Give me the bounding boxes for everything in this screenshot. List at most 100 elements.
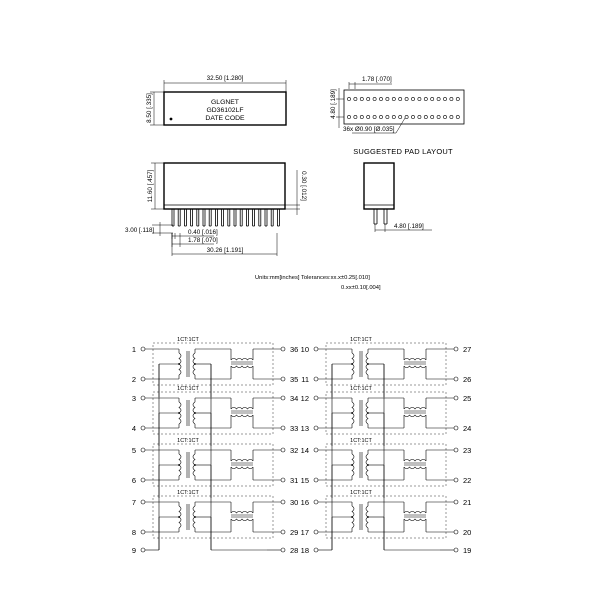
marking-line-1: GLGNET <box>211 99 239 106</box>
pad-hole <box>404 97 409 101</box>
pin-number: 33 <box>290 424 298 433</box>
pad-hole-array <box>347 97 460 119</box>
pin-number: 35 <box>290 375 298 384</box>
channel-box <box>325 443 447 487</box>
choke-winding <box>403 365 427 369</box>
lead-span-dimension: 30.26 [1.191] <box>207 247 244 254</box>
pin-number: 5 <box>132 446 136 455</box>
pin-terminal <box>313 395 319 401</box>
choke-winding <box>403 414 427 418</box>
pin-number: 1 <box>132 345 136 354</box>
component-body-top <box>163 91 287 126</box>
top-height-dimension: 8.50 [.335] <box>146 93 153 123</box>
choke-winding <box>230 458 254 462</box>
pin-number: 6 <box>132 476 136 485</box>
standoff-dimension: 0.30 [.012] <box>300 171 307 201</box>
pad-hole <box>430 115 435 119</box>
pin-number: 34 <box>290 394 298 403</box>
pad-hole <box>398 115 403 119</box>
pin-number: 18 <box>301 546 309 555</box>
end-view: 4.80 [.189] <box>363 162 432 232</box>
pin-terminal <box>453 547 459 553</box>
pin-number: 24 <box>463 424 471 433</box>
lead-width-dimension: 0.40 [.016] <box>188 229 218 236</box>
turns-ratio-label: 1CT:1CT <box>177 490 199 496</box>
pin-number: 12 <box>301 394 309 403</box>
pad-hole <box>423 115 428 119</box>
pad-hole <box>385 115 390 119</box>
pad-hole <box>366 115 371 119</box>
pad-hole <box>411 115 415 119</box>
pin-number: 29 <box>290 528 298 537</box>
pin-terminal <box>140 395 146 401</box>
component-body-side <box>163 162 286 210</box>
pad-hole <box>353 115 358 119</box>
pin-terminal <box>280 499 286 505</box>
choke-winding <box>403 406 427 410</box>
turns-ratio-label: 1CT:1CT <box>350 490 372 496</box>
pin-number: 13 <box>301 424 309 433</box>
pad-hole <box>353 97 358 101</box>
marking-line-2: GD36102LF <box>206 107 243 114</box>
pad-hole <box>455 97 460 101</box>
pin-terminal <box>140 477 146 483</box>
choke-winding <box>403 518 427 522</box>
pin-number: 3 <box>132 394 136 403</box>
pin-number: 22 <box>463 476 471 485</box>
pin-terminal <box>140 529 146 535</box>
pin-terminal <box>453 447 459 453</box>
choke-winding <box>230 357 254 361</box>
choke-winding <box>403 357 427 361</box>
pad-hole <box>436 115 441 119</box>
pin-terminal <box>313 529 319 535</box>
pin-number: 17 <box>301 528 309 537</box>
pin-number: 20 <box>463 528 471 537</box>
channel-box <box>325 495 447 539</box>
side-view: 11.60 [.457] 0.30 [.012] 3.00 [.118] 0.4… <box>125 162 307 256</box>
side-pitch-dimension: 1.78 [.070] <box>188 237 218 244</box>
pad-hole <box>372 115 377 119</box>
pin-number: 7 <box>132 498 136 507</box>
pin-terminal <box>140 447 146 453</box>
pin-terminal <box>453 346 459 352</box>
pad-layout-title: SUGGESTED PAD LAYOUT <box>353 147 453 156</box>
pin-terminal <box>280 425 286 431</box>
pad-hole <box>385 97 390 101</box>
pad-hole <box>366 97 371 101</box>
channel-box <box>152 443 274 487</box>
pin-terminal <box>313 447 319 453</box>
pin-number: 25 <box>463 394 471 403</box>
channel-box <box>152 495 274 539</box>
pad-hole <box>443 115 447 119</box>
choke-winding <box>403 458 427 462</box>
pin-number: 10 <box>301 345 309 354</box>
pin-terminal <box>140 547 146 553</box>
pin-number: 2 <box>132 375 136 384</box>
turns-ratio-label: 1CT:1CT <box>177 337 199 343</box>
choke-winding <box>230 406 254 410</box>
pin-terminal <box>140 376 146 382</box>
pin-terminal <box>313 547 319 553</box>
pin-number: 9 <box>132 546 136 555</box>
pin-number: 26 <box>463 375 471 384</box>
pin1-marker <box>169 117 173 121</box>
pin-number: 11 <box>301 375 309 384</box>
channel-box <box>325 391 447 435</box>
pad-hole <box>379 115 383 119</box>
component-body-end <box>363 162 395 210</box>
pin-terminal <box>453 376 459 382</box>
pin-terminal <box>313 376 319 382</box>
pin-number: 8 <box>132 528 136 537</box>
pad-hole <box>398 97 403 101</box>
choke-winding <box>230 414 254 418</box>
choke-winding <box>230 466 254 470</box>
pin-number: 21 <box>463 498 471 507</box>
pin-number: 4 <box>132 424 136 433</box>
pad-row-dimension: 4.80 [.189] <box>330 89 337 119</box>
side-height-dimension: 11.60 [.457] <box>147 169 154 202</box>
